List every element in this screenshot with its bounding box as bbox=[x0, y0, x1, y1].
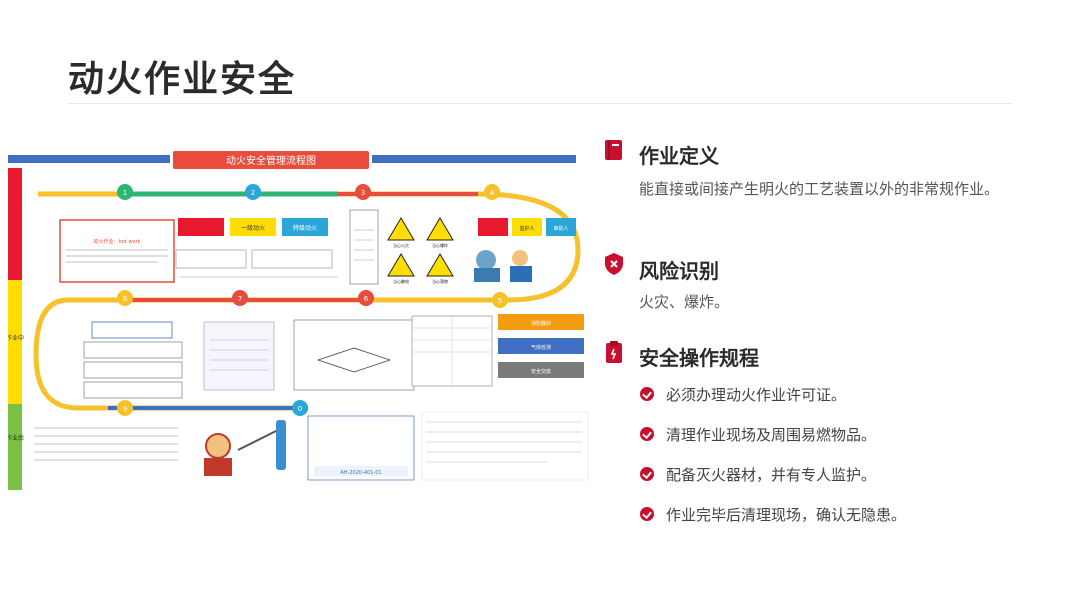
book-icon bbox=[602, 138, 626, 162]
sign-falling: 当心落物 bbox=[432, 278, 448, 284]
rule-item: 配备灭火器材，并有专人监护。 bbox=[666, 466, 877, 484]
check-icon bbox=[640, 467, 654, 481]
section-text-definition: 能直接或间接产生明火的工艺装置以外的非常规作业。 bbox=[639, 180, 1000, 198]
grade-special-label: 特级动火 bbox=[293, 224, 317, 232]
sign-fire: 当心火灾 bbox=[393, 242, 409, 248]
step-7: 7 bbox=[238, 295, 242, 303]
box-gas-test: 气体检测 bbox=[531, 344, 551, 351]
section-title-risk: 风险识别 bbox=[639, 259, 719, 283]
role-guardian: 监护人 bbox=[519, 225, 534, 232]
page-title: 动火作业安全 bbox=[68, 59, 297, 100]
step-10: 0 bbox=[298, 405, 302, 413]
permit-code: AH-2020-401-01 bbox=[340, 470, 381, 476]
step-5: 5 bbox=[498, 297, 502, 305]
step-6: 6 bbox=[364, 295, 369, 303]
phase-label-after: 作业后 bbox=[8, 434, 24, 442]
phase-label-during: 作业中 bbox=[8, 334, 24, 342]
sign-explosion: 当心爆炸 bbox=[432, 242, 448, 248]
box-fire-equipment: 消防器材 bbox=[531, 320, 551, 327]
flowchart-image: 动火安全管理流程图 作业中 作业后 1 2 3 4 5 6 7 8 9 0 动火… bbox=[6, 150, 590, 490]
clipboard-icon bbox=[602, 340, 626, 364]
step-8: 8 bbox=[123, 295, 127, 303]
flowchart-title: 动火安全管理流程图 bbox=[226, 154, 316, 167]
flowchart-graphic: 动火安全管理流程图 作业中 作业后 1 2 3 4 5 6 7 8 9 0 动火… bbox=[6, 151, 589, 490]
shield-icon bbox=[602, 252, 626, 276]
sign-electric: 当心触电 bbox=[393, 278, 409, 284]
step-2: 2 bbox=[251, 189, 255, 197]
check-icon bbox=[640, 427, 654, 441]
section-title-procedure: 安全操作规程 bbox=[639, 346, 759, 370]
check-icon bbox=[640, 387, 654, 401]
rule-item: 清理作业现场及周围易燃物品。 bbox=[666, 426, 877, 444]
box-safety-brief: 安全交底 bbox=[531, 368, 551, 375]
check-icon bbox=[640, 507, 654, 521]
step-3: 3 bbox=[361, 189, 365, 197]
rule-item: 必须办理动火作业许可证。 bbox=[666, 386, 847, 404]
rule-item: 作业完毕后清理现场，确认无隐患。 bbox=[666, 506, 907, 524]
section-title-definition: 作业定义 bbox=[639, 144, 719, 168]
step-9: 9 bbox=[123, 405, 127, 413]
hot-work-label: 动火作业：hot work bbox=[94, 238, 141, 245]
role-approver: 审批人 bbox=[553, 225, 568, 232]
step-4: 4 bbox=[490, 189, 495, 197]
step-1: 1 bbox=[123, 189, 127, 197]
section-text-risk: 火灾、爆炸。 bbox=[639, 293, 730, 311]
grade-one-label: 一级动火 bbox=[241, 224, 265, 232]
title-divider bbox=[68, 103, 1012, 104]
